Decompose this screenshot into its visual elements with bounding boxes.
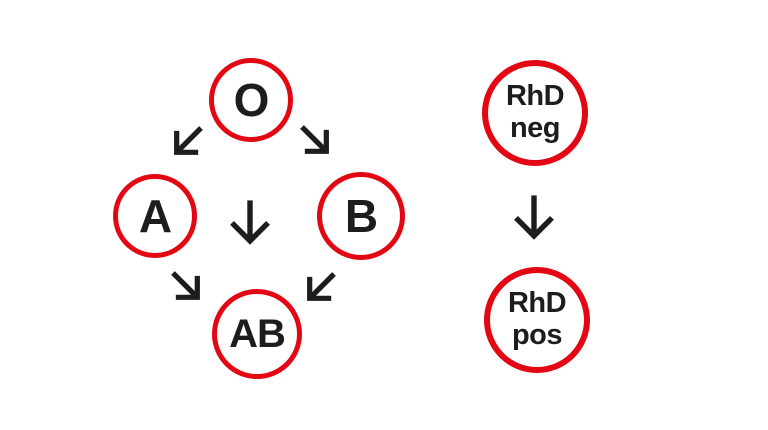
arrow-rhdneg-to-rhdpos-icon <box>507 190 561 244</box>
node-blood-type-o: O <box>209 58 293 142</box>
node-rhd-negative: RhD neg <box>482 60 588 166</box>
node-label-rhd-neg-line1: RhD <box>505 80 565 113</box>
arrow-o-to-b-icon <box>281 106 349 174</box>
node-label-b: B <box>344 190 378 242</box>
node-blood-type-b: B <box>317 172 405 260</box>
arrow-o-to-ab-icon <box>223 195 277 249</box>
arrow-o-to-a-icon <box>154 107 222 175</box>
node-label-rhd-pos-line2: pos <box>511 319 563 351</box>
node-label-a: A <box>138 190 172 242</box>
node-label-rhd-neg-line2: neg <box>509 112 561 144</box>
arrow-a-to-ab-icon <box>152 252 220 320</box>
node-label-rhd-pos-line1: RhD <box>507 287 567 320</box>
node-rhd-positive: RhD pos <box>484 267 590 373</box>
node-blood-type-ab: AB <box>212 289 302 379</box>
node-label-ab: AB <box>229 311 286 356</box>
node-label-o: O <box>233 74 270 126</box>
arrow-b-to-ab-icon <box>287 253 355 321</box>
node-blood-type-a: A <box>113 174 197 258</box>
